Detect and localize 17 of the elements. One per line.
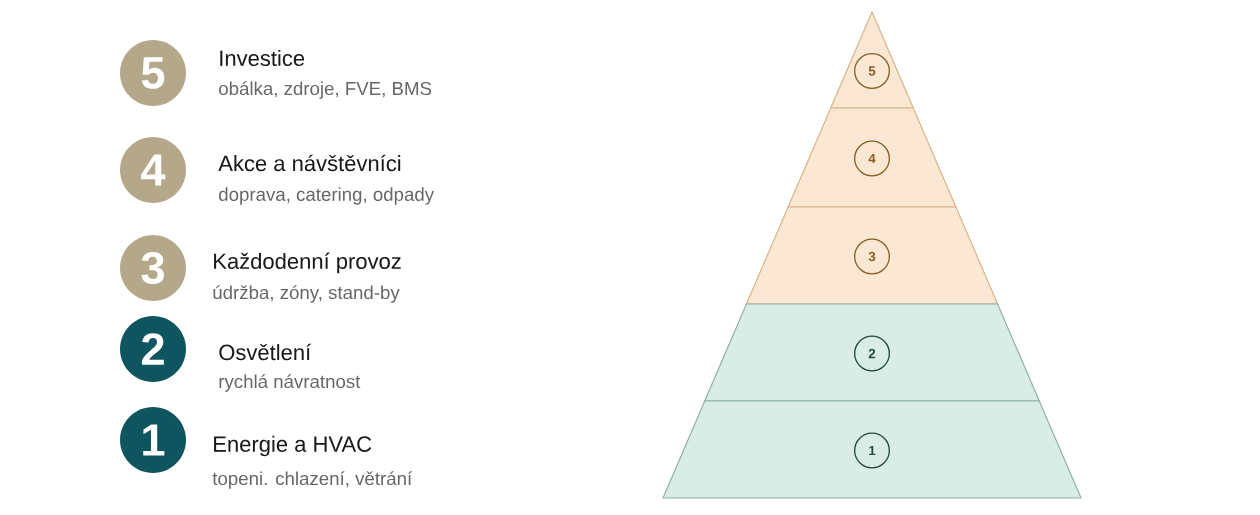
heading: Energie a HVAC <box>214 435 372 457</box>
number-badge: 2 <box>120 316 186 382</box>
subtitle: údržba, zóny, stand-by <box>213 285 400 303</box>
subtitle: doprava, catering, odpady <box>219 187 435 205</box>
pyramid-band <box>745 206 999 305</box>
pyramid-band <box>662 400 1082 499</box>
number-badge: 3 <box>120 235 186 301</box>
heading: Každodenní provoz <box>214 252 401 274</box>
subtitle: topeni. chlazení, větrání <box>212 471 413 489</box>
heading: Akce a návštěvníci <box>218 154 401 172</box>
heading: Osvětlení <box>219 343 312 361</box>
number-badge: 4 <box>120 137 186 203</box>
number-badge: 1 <box>120 407 186 473</box>
number-badge: 5 <box>120 40 186 106</box>
heading: Investice <box>220 49 305 67</box>
subtitle: obálka, zdroje, FVE, BMS <box>219 81 432 99</box>
subtitle: rychlá návratnost <box>219 374 361 392</box>
